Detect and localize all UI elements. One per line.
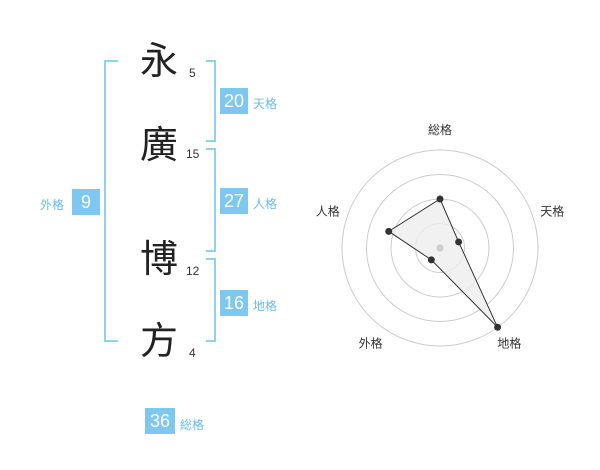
radar-point-1 — [455, 238, 463, 246]
ten-value-badge: 20 — [220, 88, 248, 114]
char-1: 永 — [140, 39, 179, 83]
ten-bracket — [206, 60, 216, 142]
ten-label: 天格 — [253, 97, 278, 111]
radar-ring-4 — [341, 149, 539, 347]
radar-label-3: 外格 — [359, 335, 383, 350]
char-4: 方 — [140, 319, 179, 363]
char-4-strokes: 4 — [189, 346, 196, 360]
outer-bracket — [104, 60, 118, 342]
char-2: 廣 — [140, 123, 179, 167]
chi-value-badge: 16 — [220, 290, 248, 316]
radar-label-2: 地格 — [497, 335, 521, 350]
char-3: 博 — [140, 237, 179, 281]
radar-polygon — [387, 198, 499, 328]
gai-value-badge: 9 — [72, 189, 100, 215]
radar-point-3 — [427, 256, 435, 264]
jin-label: 人格 — [253, 197, 278, 211]
radar-point-2 — [494, 323, 502, 331]
sou-value-badge: 36 — [145, 408, 175, 434]
chi-label: 地格 — [253, 299, 278, 313]
radar-point-4 — [385, 227, 393, 235]
radar-label-0: 総格 — [428, 122, 452, 137]
char-3-strokes: 12 — [186, 264, 200, 278]
radar-label-1: 天格 — [540, 204, 564, 219]
radar-center-dot — [436, 244, 444, 252]
radar-points — [385, 195, 502, 331]
chi-bracket — [206, 258, 216, 342]
gai-label: 外格 — [40, 198, 65, 212]
jin-bracket — [206, 148, 216, 252]
char-2-strokes: 15 — [186, 147, 200, 161]
radar-label-4: 人格 — [316, 204, 340, 219]
radar-point-0 — [436, 195, 444, 203]
radar-ring-3 — [366, 174, 514, 322]
jin-value-badge: 27 — [220, 188, 248, 214]
char-1-strokes: 5 — [189, 66, 196, 80]
sou-label: 総格 — [180, 418, 205, 432]
